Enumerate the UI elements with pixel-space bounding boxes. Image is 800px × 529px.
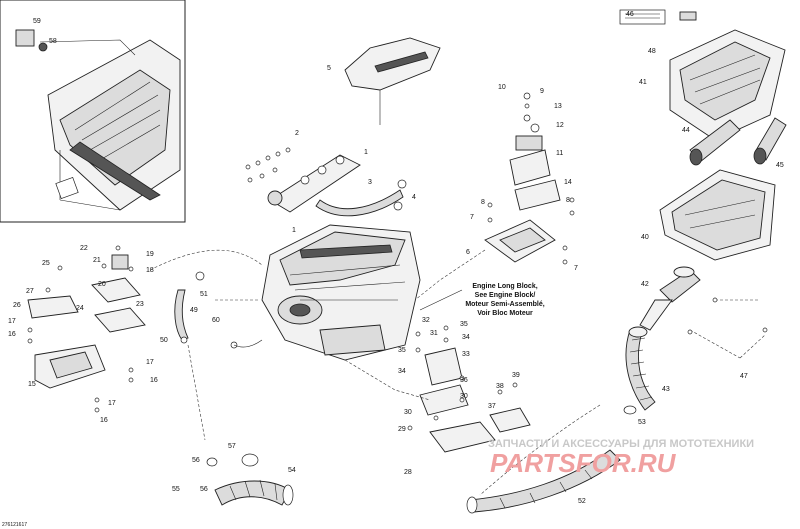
callout-25: 25 xyxy=(42,260,50,267)
callout-3: 3 xyxy=(368,179,372,186)
callout-55: 55 xyxy=(172,486,180,493)
callout-38: 38 xyxy=(496,383,504,390)
callout-16b: 16 xyxy=(150,377,158,384)
callout-39: 39 xyxy=(512,372,520,379)
callout-17a: 17 xyxy=(8,318,16,325)
callout-20: 20 xyxy=(98,281,106,288)
fuel-rail xyxy=(245,147,407,217)
callout-5: 5 xyxy=(327,65,331,72)
callout-35a: 35 xyxy=(460,321,468,328)
callout-21: 21 xyxy=(93,257,101,264)
callout-53: 53 xyxy=(638,419,646,426)
callout-29: 29 xyxy=(398,426,406,433)
callout-4: 4 xyxy=(412,194,416,201)
rear-mount-assembly xyxy=(414,92,575,301)
drawing-code: 276121617 xyxy=(2,522,27,528)
callout-10: 10 xyxy=(498,84,506,91)
callout-40: 40 xyxy=(641,234,649,241)
callout-30a: 30 xyxy=(460,393,468,400)
callout-13: 13 xyxy=(554,103,562,110)
callout-23: 23 xyxy=(136,301,144,308)
callout-8a: 8 xyxy=(481,199,485,206)
callout-44: 44 xyxy=(682,127,690,134)
callout-16c: 16 xyxy=(100,417,108,424)
callout-27: 27 xyxy=(26,288,34,295)
callout-57: 57 xyxy=(228,443,236,450)
callout-43: 43 xyxy=(662,386,670,393)
callout-32: 32 xyxy=(422,317,430,324)
callout-2: 2 xyxy=(295,130,299,137)
callout-19: 19 xyxy=(146,251,154,258)
callout-35b: 35 xyxy=(398,347,406,354)
front-mount-assembly xyxy=(344,325,531,453)
inset-callout-58: 58 xyxy=(49,38,57,45)
callout-18: 18 xyxy=(146,267,154,274)
callout-33: 33 xyxy=(462,351,470,358)
engine-block-note: Engine Long Block, See Engine Block/ Mot… xyxy=(419,283,545,317)
callout-42: 42 xyxy=(641,281,649,288)
intake-tubes xyxy=(623,266,768,415)
callout-24: 24 xyxy=(76,305,84,312)
callout-14: 14 xyxy=(564,179,572,186)
note-line-2: See Engine Block/ xyxy=(475,292,536,299)
watermark-brand: PARTSFOR.RU xyxy=(490,448,677,478)
inset-callout-59: 59 xyxy=(33,18,41,25)
note-line-1: Engine Long Block, xyxy=(472,283,537,290)
callout-7a: 7 xyxy=(470,214,474,221)
manifold-cover xyxy=(344,37,441,125)
engine-block xyxy=(261,224,421,361)
callout-11: 11 xyxy=(556,150,563,157)
note-line-4: Voir Bloc Moteur xyxy=(477,310,533,317)
callout-8b: 8 xyxy=(566,197,570,204)
callout-36: 36 xyxy=(460,377,468,384)
callout-labels: 2 1 3 4 5 1 22 21 19 18 20 25 27 26 23 2… xyxy=(8,11,784,505)
callout-30b: 30 xyxy=(404,409,412,416)
callout-26: 26 xyxy=(13,302,21,309)
callout-17c: 17 xyxy=(108,400,116,407)
watermark-tagline: ЗАПЧАСТИ И АКСЕССУАРЫ ДЛЯ МОТОТЕХНИКИ xyxy=(488,438,754,450)
callout-6: 6 xyxy=(466,249,470,256)
callout-45: 45 xyxy=(776,162,784,169)
cooling-hoses xyxy=(174,271,263,441)
callout-60: 60 xyxy=(212,317,220,324)
callout-1b: 1 xyxy=(292,227,296,234)
callout-9: 9 xyxy=(540,88,544,95)
callout-31: 31 xyxy=(430,330,438,337)
callout-15: 15 xyxy=(28,381,36,388)
callout-54: 54 xyxy=(288,467,296,474)
callout-51: 51 xyxy=(200,291,208,298)
callout-46: 46 xyxy=(626,11,634,18)
left-mount-assembly xyxy=(27,245,263,413)
callout-41: 41 xyxy=(639,79,647,86)
airbox-assembly xyxy=(619,9,787,261)
callout-1a: 1 xyxy=(364,149,368,156)
callout-22: 22 xyxy=(80,245,88,252)
callout-37: 37 xyxy=(488,403,496,410)
watermark: ЗАПЧАСТИ И АКСЕССУАРЫ ДЛЯ МОТОТЕХНИКИ PA… xyxy=(488,438,754,478)
callout-17b: 17 xyxy=(146,359,154,366)
callout-56b: 56 xyxy=(200,486,208,493)
note-line-3: Moteur Semi-Assemblé, xyxy=(465,301,544,308)
callout-28: 28 xyxy=(404,469,412,476)
callout-34a: 34 xyxy=(462,334,470,341)
callout-12: 12 xyxy=(556,122,564,129)
callout-50: 50 xyxy=(160,337,168,344)
callout-7b: 7 xyxy=(574,265,578,272)
exhaust-hoses xyxy=(206,404,621,514)
callout-48: 48 xyxy=(648,48,656,55)
callout-52: 52 xyxy=(578,498,586,505)
callout-47: 47 xyxy=(740,373,748,380)
inset-panel: 59 58 xyxy=(0,0,186,223)
callout-34b: 34 xyxy=(398,368,406,375)
callout-49: 49 xyxy=(190,307,198,314)
callout-56a: 56 xyxy=(192,457,200,464)
callout-16a: 16 xyxy=(8,331,16,338)
